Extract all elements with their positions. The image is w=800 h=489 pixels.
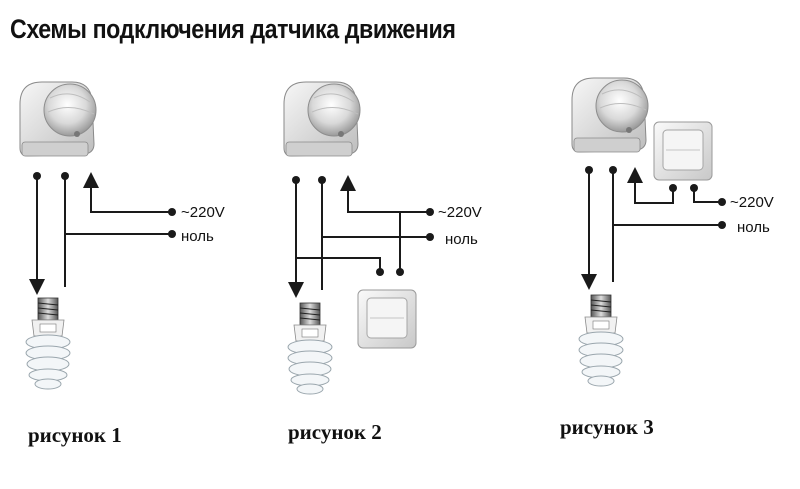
motion-sensor-icon — [19, 81, 97, 157]
diagram-2: ~220V ноль — [283, 81, 482, 395]
neutral-label: ноль — [445, 231, 478, 248]
caption-diagram-1: рисунок 1 — [28, 423, 122, 447]
lamp-icon — [578, 294, 624, 387]
neutral-label: ноль — [737, 219, 770, 236]
phase-label: ~220V — [730, 194, 774, 211]
phase-label: ~220V — [438, 204, 482, 221]
motion-sensor-icon — [283, 81, 361, 157]
diagram-3: ~220V ноль — [571, 77, 774, 387]
caption-diagram-2: рисунок 2 — [288, 420, 382, 444]
motion-sensor-icon — [571, 77, 649, 153]
neutral-label: ноль — [181, 228, 214, 245]
wall-switch-icon — [357, 289, 417, 349]
phase-label: ~220V — [181, 204, 225, 221]
lamp-icon — [25, 297, 71, 390]
terminals-1 — [33, 172, 176, 238]
wall-switch-icon — [653, 121, 713, 181]
lamp-icon — [287, 302, 333, 395]
caption-diagram-3: рисунок 3 — [560, 415, 654, 439]
terminals-3 — [585, 166, 726, 229]
terminals-2 — [292, 176, 434, 276]
wiring-2 — [288, 175, 430, 298]
wiring-1 — [29, 172, 172, 295]
wiring-3 — [581, 167, 722, 290]
page-title: Схемы подключения датчика движения — [10, 14, 456, 44]
diagram-1: ~220V ноль — [19, 81, 225, 390]
